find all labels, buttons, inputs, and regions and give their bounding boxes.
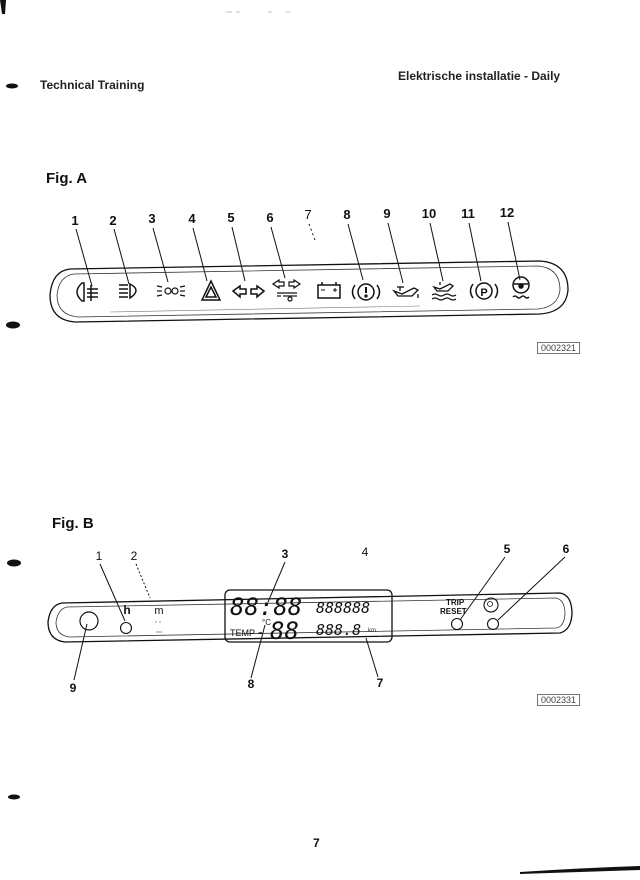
high-beam-icon <box>119 282 137 300</box>
fig-a-callout-10: 10 <box>422 206 436 221</box>
hours-set-button <box>119 621 133 635</box>
trip-reset-button <box>450 617 464 631</box>
fig-a-warning-lights-panel: 1 2 3 4 5 6 7 8 9 10 11 12 <box>49 205 569 323</box>
header-left: Technical Training <box>40 78 145 92</box>
temp-label: TEMP <box>230 628 255 638</box>
side-lights-icon <box>156 285 186 297</box>
rear-fog-light-icon <box>76 282 98 302</box>
fig-a-callout-8: 8 <box>343 207 350 222</box>
celsius-label: °C <box>262 618 271 627</box>
fig-b-callout-4: 4 <box>362 545 369 559</box>
svg-text:P: P <box>480 287 487 299</box>
fig-b-callout-5: 5 <box>504 542 511 556</box>
hazard-warning-icon <box>200 279 222 301</box>
reset-label: RESET <box>440 607 467 616</box>
fig-b-callout-1: 1 <box>96 549 103 563</box>
battery-charge-icon <box>317 282 341 299</box>
trailer-indicator-icon <box>271 278 302 302</box>
fig-b-title: Fig. B <box>52 515 94 532</box>
direction-indicator-icon <box>231 284 266 299</box>
header-right: Elektrische installatie - Daily <box>398 69 561 83</box>
fig-a-callout-3: 3 <box>148 211 155 226</box>
temperature-readout: 88 <box>270 617 299 645</box>
fig-a-callout-9: 9 <box>383 206 390 221</box>
odometer-readout: 888888 <box>316 599 370 617</box>
fig-a-title: Fig. A <box>46 170 88 187</box>
left-knob <box>79 611 99 631</box>
trip-unit: km <box>368 628 376 634</box>
oil-level-icon <box>431 282 457 301</box>
page-number: 7 <box>313 836 320 850</box>
temp-minus: - <box>258 624 263 640</box>
fig-b-reference-code: 0002331 <box>537 694 581 706</box>
fig-a-callout-5: 5 <box>227 210 234 225</box>
fig-a-callout-1: 1 <box>71 213 78 228</box>
steering-wheel-icon <box>512 276 530 299</box>
parking-brake-icon <box>469 282 499 300</box>
minutes-label: m <box>154 605 163 617</box>
hours-label: h <box>123 603 130 617</box>
fig-a-callout-2: 2 <box>109 213 116 228</box>
fig-b-callout-9: 9 <box>70 681 77 695</box>
clock-readout: 88:88 <box>230 593 302 621</box>
oil-pressure-icon <box>392 286 420 298</box>
brake-warning-icon <box>351 283 381 301</box>
fig-a-callout-12: 12 <box>500 205 514 220</box>
fig-b-callout-3: 3 <box>282 547 289 561</box>
fig-b-callout-2: 2 <box>131 549 138 563</box>
lighting-dimmer-icon <box>483 597 499 613</box>
fig-a-callout-7: 7 <box>304 207 311 222</box>
fig-b-callout-7: 7 <box>377 676 384 690</box>
display-select-button <box>486 617 500 631</box>
trip-readout: 888.8 <box>316 621 361 639</box>
fig-a-reference-code: 0002321 <box>537 342 581 354</box>
trip-label: TRIP <box>446 598 465 607</box>
fig-a-callout-4: 4 <box>188 211 196 226</box>
fig-a-callout-11: 11 <box>461 206 475 221</box>
fig-b-callout-8: 8 <box>248 677 255 691</box>
fig-a-callout-6: 6 <box>266 210 273 225</box>
fig-b-display-panel: 1 2 3 4 5 6 7 8 9 h m TRIP RESET 88:88 8… <box>47 542 573 695</box>
fig-b-callout-6: 6 <box>563 542 570 556</box>
